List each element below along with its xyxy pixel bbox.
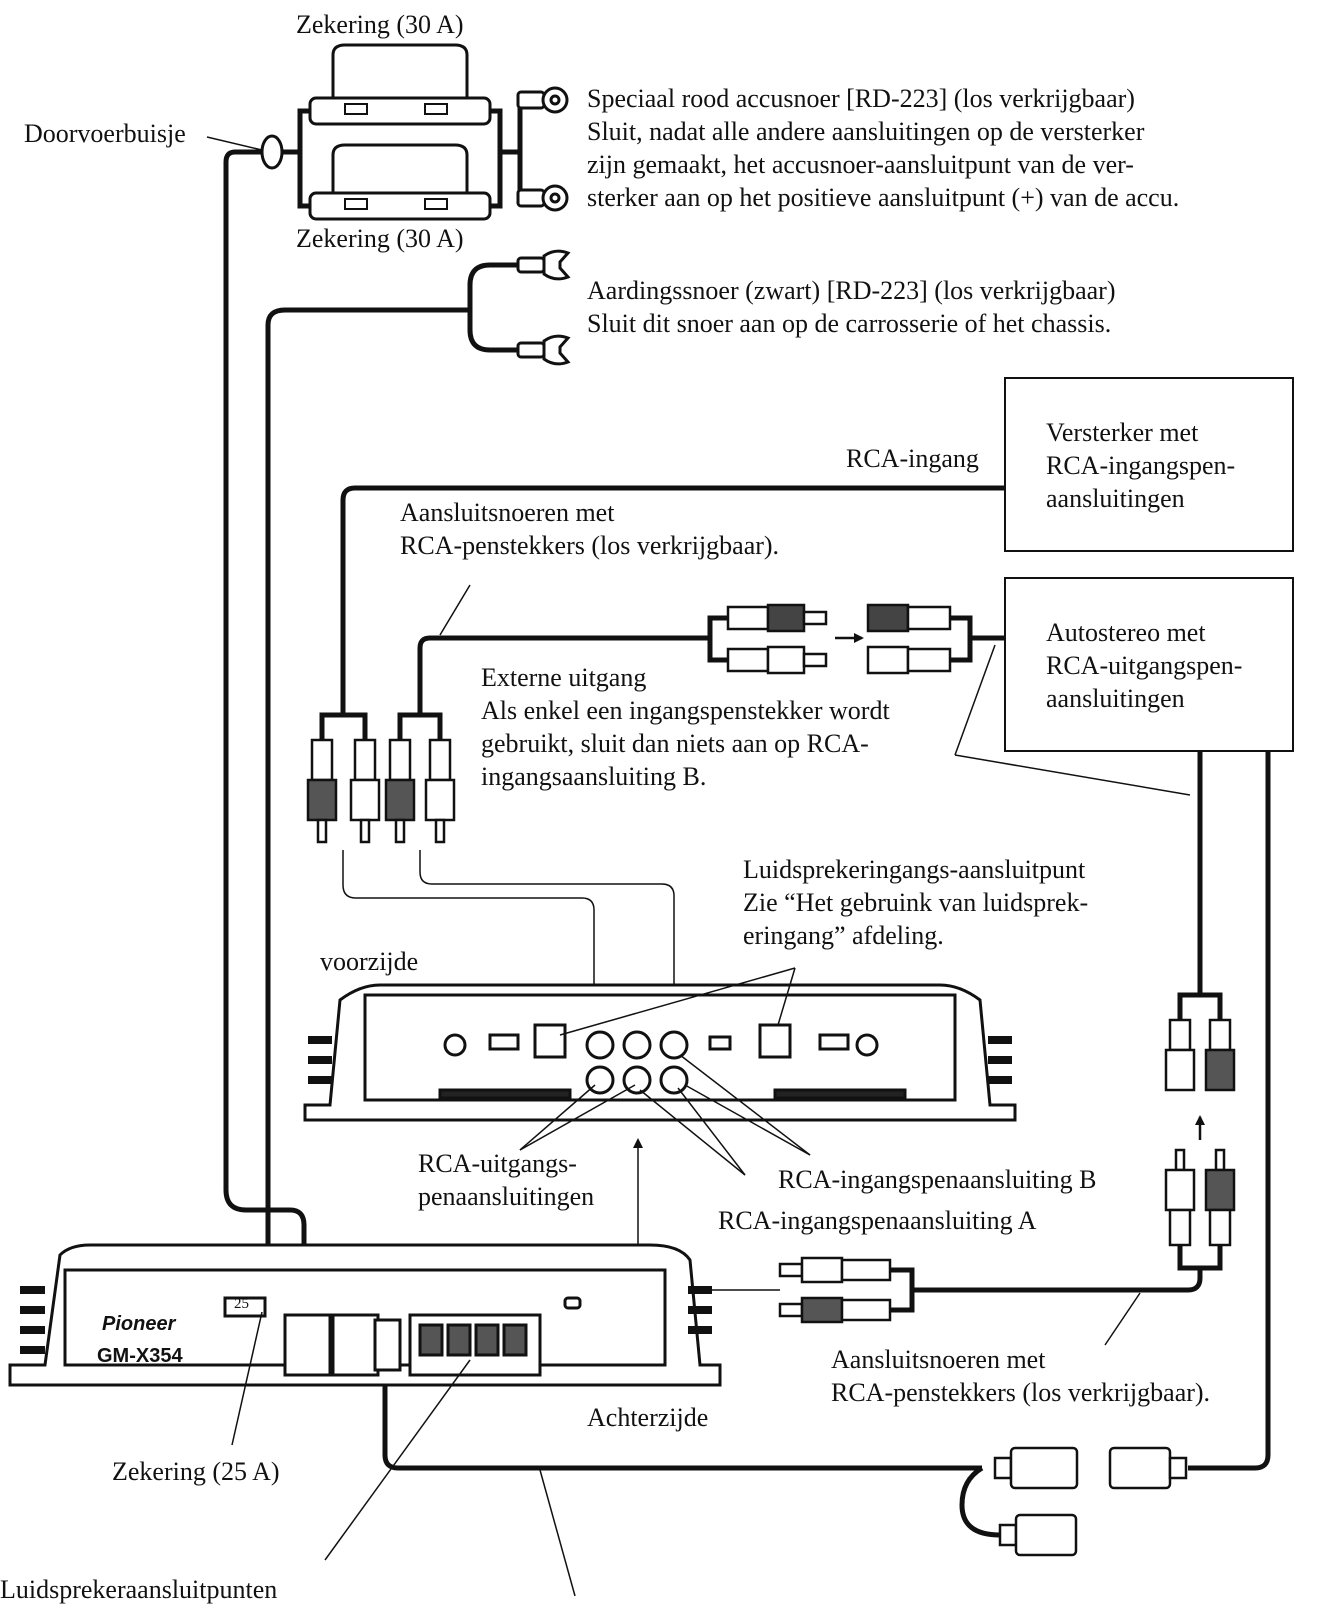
speaker-terminal-leader [324, 1359, 471, 1561]
battery-lead-line1: Speciaal rood accusnoer [RD-223] (los ve… [587, 84, 1135, 113]
ground-lead-line1: Aardingssnoer (zwart) [RD-223] (los verk… [587, 276, 1116, 305]
stereo-wires [890, 750, 1271, 1471]
speaker-input-line3: eringang” afdeling. [743, 921, 944, 950]
amp-box-line2: RCA-ingangspen- [1046, 451, 1236, 480]
rca-output-line1: RCA-uitgangs- [418, 1149, 577, 1178]
rca-cord-bottom-leader [1104, 1292, 1141, 1346]
amp-box-line3: aansluitingen [1046, 484, 1185, 513]
plug-to-panel-arrows [342, 850, 679, 1017]
system-control-wire [382, 1330, 1001, 1538]
rear-label: Achterzijde [587, 1403, 709, 1432]
rca-cord-top-wire [397, 615, 1005, 740]
fuse-holder-bottom [308, 143, 492, 221]
amplifier-brand: Pioneer [102, 1313, 176, 1335]
grommet [260, 134, 284, 170]
rca-plug-pair-top-right [866, 603, 952, 675]
external-output-line3: gebruikt, sluit dan niets aan op RCA- [481, 729, 869, 758]
fork-terminal-top [516, 249, 571, 281]
fuse-25-label: Zekering (25 A) [112, 1457, 280, 1486]
stereo-leader-2 [954, 754, 1191, 796]
ring-terminal-bottom [516, 184, 569, 212]
rca-cords-bottom-line2: RCA-penstekkers (los verkrijgbaar). [831, 1378, 1211, 1407]
amplifier-model: GM-X354 [97, 1345, 183, 1367]
stereo-box-line2: RCA-uitgangspen- [1046, 651, 1243, 680]
rca-cords-top-line2: RCA-penstekkers (los verkrijgbaar). [400, 531, 780, 560]
external-output-line2: Als enkel een ingangspenstekker wordt [481, 696, 890, 725]
fuse-holder-top [308, 43, 492, 126]
rca-input-a-label: RCA-ingangspenaansluiting A [718, 1206, 1037, 1235]
ring-terminal-top [516, 86, 569, 114]
rca-cord-top-leader [439, 584, 471, 636]
rca-plugs-input [306, 738, 456, 844]
head-unit-box [1004, 577, 1294, 752]
fuse-25-leader [231, 1311, 263, 1446]
speaker-input-line1: Luidsprekeringangs-aansluitpunt [743, 855, 1086, 884]
amplifier-front-panel [303, 983, 1017, 1122]
amplifier-box [1004, 377, 1294, 552]
rca-input-wire [319, 485, 1005, 740]
front-panel-callouts [519, 967, 811, 1176]
grommet-leader [206, 136, 263, 151]
stereo-box-line3: aansluitingen [1046, 684, 1185, 713]
external-output-line1: Externe uitgang [481, 663, 647, 692]
amplifier-rear [8, 1243, 722, 1387]
battery-lead-line4: sterker aan op het positieve aansluitpun… [587, 183, 1180, 212]
grommet-label: Doorvoerbuisje [24, 119, 186, 148]
fuse-bottom-label: Zekering (30 A) [296, 224, 464, 253]
rca-plug-pair-right-upper [1164, 1018, 1236, 1092]
system-control-leader [539, 1469, 576, 1596]
fork-terminal-bottom [516, 334, 571, 366]
rca-plug-pair-right-lower [1164, 1148, 1236, 1247]
fuse-rating-value: 25 [234, 1296, 249, 1312]
rca-cords-bottom-line1: Aansluitsnoeren met [831, 1345, 1046, 1374]
rca-input-label: RCA-ingang [846, 444, 979, 473]
amp-box-line1: Versterker met [1046, 418, 1199, 447]
external-output-line4: ingangsaansluiting B. [481, 762, 707, 791]
front-label: voorzijde [320, 947, 419, 976]
stereo-leader [954, 644, 996, 756]
stereo-box-line1: Autostereo met [1046, 618, 1206, 647]
rca-plug-pair-bottom [778, 1256, 892, 1324]
battery-lead-wire [223, 97, 545, 1300]
rca-input-b-label: RCA-ingangspenaansluiting B [778, 1165, 1097, 1194]
system-control-connectors [993, 1446, 1188, 1557]
ground-lead-line2: Sluit dit snoer aan op de carrosserie of… [587, 309, 1112, 338]
rca-output-line2: penaansluitingen [418, 1182, 595, 1211]
battery-lead-line2: Sluit, nadat alle andere aansluitingen o… [587, 117, 1145, 146]
rca-plug-pair-top-left [726, 603, 828, 675]
rca-cords-top-line1: Aansluitsnoeren met [400, 498, 615, 527]
fuse-top-label: Zekering (30 A) [296, 10, 464, 39]
battery-lead-line3: zijn gemaakt, het accusnoer-aansluitpunt… [587, 150, 1134, 179]
speaker-input-line2: Zie “Het gebruink van luidsprek- [743, 888, 1089, 917]
speaker-terminal-label: Luidsprekeraansluitpunten [0, 1575, 278, 1604]
